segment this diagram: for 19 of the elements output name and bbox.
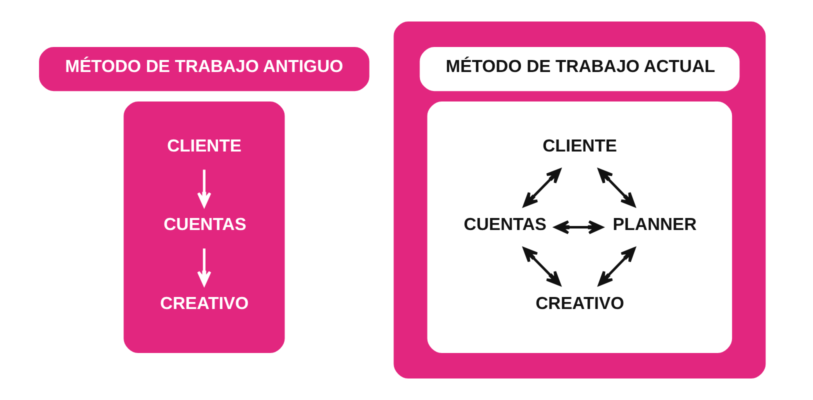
arrow [522,247,561,286]
node-text: CLIENTE [166,135,241,156]
cluster [393,22,766,378]
node-text: PLANNER [612,214,696,234]
node-text: CREATIVO [160,292,248,313]
cluster [123,102,284,353]
node-text: CLIENTE [542,135,616,156]
arrow [196,170,211,208]
arrow [196,248,211,286]
node-text: CUENTAS [463,214,546,234]
arrow [598,247,636,286]
node-text: CUENTAS [163,214,246,234]
node-box: MÉTODO DE TRABAJO ACTUAL [419,47,740,92]
arrow [522,168,561,208]
node-text: CREATIVO [535,292,624,313]
arrow [554,220,603,234]
arrow [597,168,635,208]
node-box: MÉTODO DE TRABAJO ANTIGUO [38,47,369,92]
cluster [426,102,732,353]
